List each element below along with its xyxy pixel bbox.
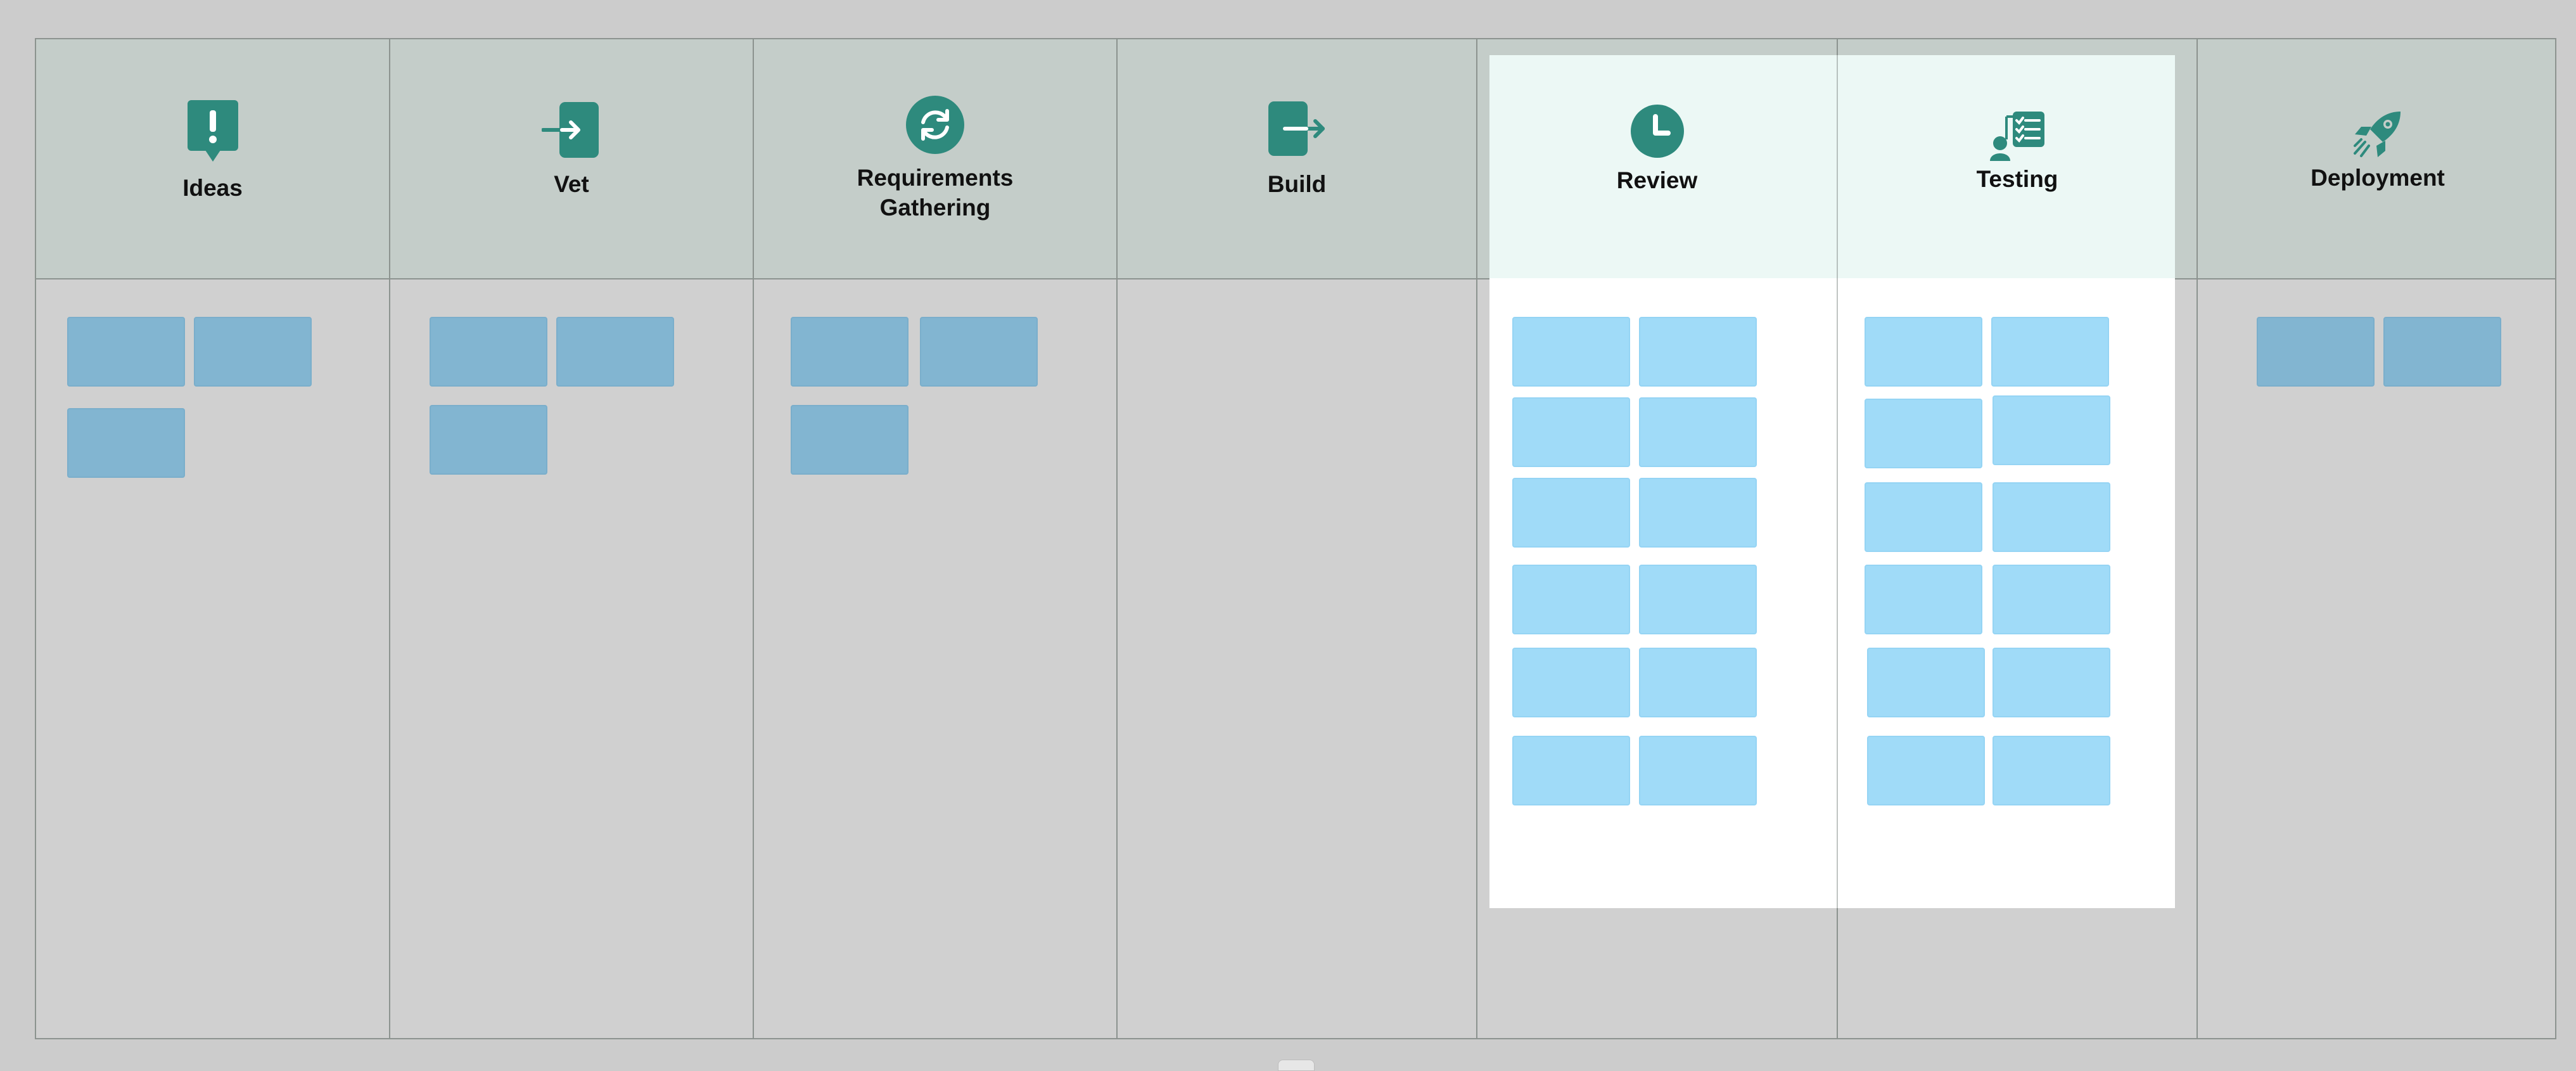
card-vet[interactable] xyxy=(430,317,547,387)
card-review[interactable] xyxy=(1639,648,1757,717)
card-deployment[interactable] xyxy=(2257,317,2375,387)
column-header-vet[interactable]: Vet xyxy=(390,39,753,279)
card-review[interactable] xyxy=(1512,317,1630,387)
card-testing[interactable] xyxy=(1867,648,1985,717)
card-testing[interactable] xyxy=(1993,648,2110,717)
card-deployment[interactable] xyxy=(2383,317,2501,387)
card-review[interactable] xyxy=(1512,478,1630,548)
card-testing[interactable] xyxy=(1867,736,1985,805)
column-header-testing[interactable]: Testing xyxy=(1838,39,2197,279)
card-requirements[interactable] xyxy=(791,405,909,475)
exclamation-speech-icon xyxy=(186,99,239,165)
card-testing[interactable] xyxy=(1993,736,2110,805)
card-review[interactable] xyxy=(1639,317,1757,387)
card-ideas[interactable] xyxy=(67,408,185,478)
column-title: Testing xyxy=(1976,166,2058,192)
column-header-review[interactable]: Review xyxy=(1477,39,1837,279)
scroll-handle[interactable] xyxy=(1278,1060,1315,1071)
rocket-icon xyxy=(2352,109,2403,163)
column-header-build[interactable]: Build xyxy=(1118,39,1476,279)
column-title: Ideas xyxy=(182,175,243,201)
column-header-deployment[interactable]: Deployment xyxy=(2198,39,2558,279)
card-testing[interactable] xyxy=(1865,317,1982,387)
card-review[interactable] xyxy=(1512,397,1630,467)
column-divider xyxy=(1476,39,1477,1038)
card-review[interactable] xyxy=(1639,397,1757,467)
column-title: Deployment xyxy=(2311,165,2445,191)
column-title: Build xyxy=(1267,171,1327,197)
refresh-cycle-icon xyxy=(905,95,965,158)
sign-in-icon xyxy=(541,100,601,163)
column-divider xyxy=(1116,39,1118,1038)
card-requirements[interactable] xyxy=(920,317,1038,387)
card-requirements[interactable] xyxy=(791,317,909,387)
card-testing[interactable] xyxy=(1993,482,2110,552)
person-checklist-icon xyxy=(1989,110,2046,164)
card-testing[interactable] xyxy=(1865,565,1982,634)
clock-icon xyxy=(1630,104,1685,162)
card-review[interactable] xyxy=(1512,736,1630,805)
card-review[interactable] xyxy=(1512,565,1630,634)
card-review[interactable] xyxy=(1512,648,1630,717)
column-divider xyxy=(753,39,754,1038)
kanban-board: Ideas Vet Requirements Gathering xyxy=(35,38,2556,1039)
column-title: Vet xyxy=(554,171,589,197)
card-testing[interactable] xyxy=(1991,317,2109,387)
card-vet[interactable] xyxy=(430,405,547,475)
selection-header xyxy=(1489,55,2175,278)
card-ideas[interactable] xyxy=(194,317,312,387)
card-testing[interactable] xyxy=(1993,395,2110,465)
column-divider xyxy=(389,39,390,1038)
card-vet[interactable] xyxy=(556,317,674,387)
sign-out-icon xyxy=(1267,100,1327,160)
card-testing[interactable] xyxy=(1993,565,2110,634)
card-testing[interactable] xyxy=(1865,482,1982,552)
column-header-ideas[interactable]: Ideas xyxy=(36,39,389,279)
card-review[interactable] xyxy=(1639,736,1757,805)
card-review[interactable] xyxy=(1639,565,1757,634)
column-divider xyxy=(1837,55,1838,908)
column-title: Review xyxy=(1616,167,1698,193)
column-title: Requirements Gathering xyxy=(857,165,1014,221)
card-ideas[interactable] xyxy=(67,317,185,387)
column-header-requirements[interactable]: Requirements Gathering xyxy=(754,39,1116,279)
card-testing[interactable] xyxy=(1865,399,1982,468)
column-divider xyxy=(2197,39,2198,1038)
card-review[interactable] xyxy=(1639,478,1757,548)
